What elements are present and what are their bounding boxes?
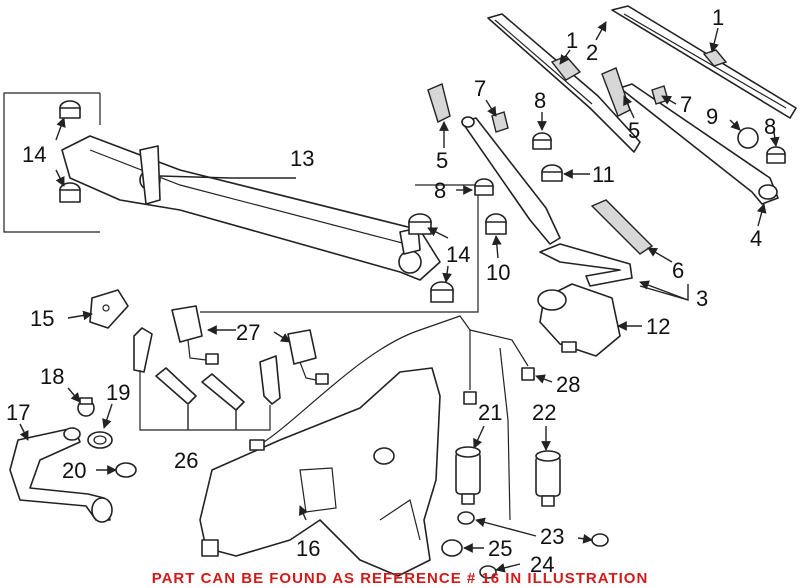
- washer-pump-21: [455, 446, 481, 505]
- callout-5a: 5: [436, 148, 448, 173]
- clamp-20: [115, 462, 137, 478]
- callout-27: 27: [236, 320, 260, 345]
- cap-10: [485, 213, 507, 235]
- reference-note: PART CAN BE FOUND AS REFERENCE # 16 IN I…: [151, 570, 649, 587]
- leader-lines: [19, 21, 780, 573]
- linkage-group-box: [3, 92, 479, 313]
- hose-26-bracket: [139, 370, 271, 431]
- washer-pump-22: [535, 450, 561, 507]
- callout-24: 24: [530, 552, 554, 577]
- callout-13: 13: [290, 146, 314, 171]
- callout-4: 4: [750, 226, 762, 251]
- callout-17: 17: [6, 400, 30, 425]
- callout-labels: 1 1 2 3 4 5 5 6 7 7 8 8 8 9 10 11 12 13 …: [6, 5, 776, 577]
- wiper-linkage: [61, 135, 441, 281]
- nut-8c: [766, 146, 786, 164]
- washer-pump-27a: [171, 305, 219, 365]
- callout-23: 23: [540, 524, 564, 549]
- clip-7a: [491, 111, 509, 133]
- callout-10: 10: [486, 260, 510, 285]
- nut-8a: [532, 132, 552, 150]
- callout-8b: 8: [434, 178, 446, 203]
- grommet-14-right-bottom: [430, 281, 454, 303]
- callout-14b: 14: [446, 242, 470, 267]
- callout-18: 18: [40, 364, 64, 389]
- callout-26: 26: [174, 448, 198, 473]
- grommet-14-top: [59, 100, 81, 119]
- wiper-blade-right: [611, 5, 797, 119]
- callout-21: 21: [478, 400, 502, 425]
- wiper-blade-left: [487, 13, 641, 153]
- hose-26b: [155, 367, 197, 405]
- hose-26a: [133, 327, 153, 373]
- callout-7b: 7: [680, 92, 692, 117]
- hose-26d: [259, 355, 281, 405]
- wiper-motor: [537, 283, 621, 357]
- wiper-arm-left: [427, 83, 561, 245]
- callout-28: 28: [556, 372, 580, 397]
- callout-22: 22: [532, 400, 556, 425]
- grommet-14-right-top: [408, 213, 432, 235]
- callout-1a: 1: [712, 5, 724, 30]
- grommet-14-bottom-left: [59, 182, 81, 203]
- washer-reservoir: [199, 367, 441, 577]
- callout-5b: 5: [628, 118, 640, 143]
- callout-9: 9: [706, 104, 718, 129]
- cap-11: [541, 164, 563, 182]
- hose-26c: [201, 373, 245, 411]
- cap-9: [737, 127, 759, 149]
- wiring-harness: [249, 315, 535, 521]
- bracket-15: [89, 289, 129, 329]
- callout-19: 19: [106, 380, 130, 405]
- callout-20: 20: [62, 458, 86, 483]
- callout-15: 15: [30, 306, 54, 331]
- washer-pump-27b: [287, 329, 329, 385]
- filler-neck-17: [9, 427, 113, 523]
- callout-2: 2: [586, 40, 598, 65]
- callout-8a: 8: [534, 88, 546, 113]
- cowl-trim-6: [590, 199, 654, 255]
- callout-16: 16: [296, 536, 320, 561]
- callout-14a: 14: [22, 142, 46, 167]
- callout-3: 3: [696, 286, 708, 311]
- crank-arm-3: [539, 243, 633, 287]
- nut-8b: [474, 178, 494, 196]
- seal-19: [87, 431, 113, 449]
- grommet-25: [441, 539, 463, 557]
- cap-18: [77, 397, 95, 417]
- callout-6: 6: [672, 258, 684, 283]
- callout-1b: 1: [566, 28, 578, 53]
- callout-8c: 8: [764, 114, 776, 139]
- callout-12: 12: [646, 314, 670, 339]
- callout-25: 25: [488, 536, 512, 561]
- callout-7a: 7: [474, 76, 486, 101]
- callout-11: 11: [592, 162, 615, 187]
- wiper-arm-right: [601, 67, 779, 205]
- grommet-23a: [457, 511, 475, 525]
- grommet-23b: [591, 533, 609, 547]
